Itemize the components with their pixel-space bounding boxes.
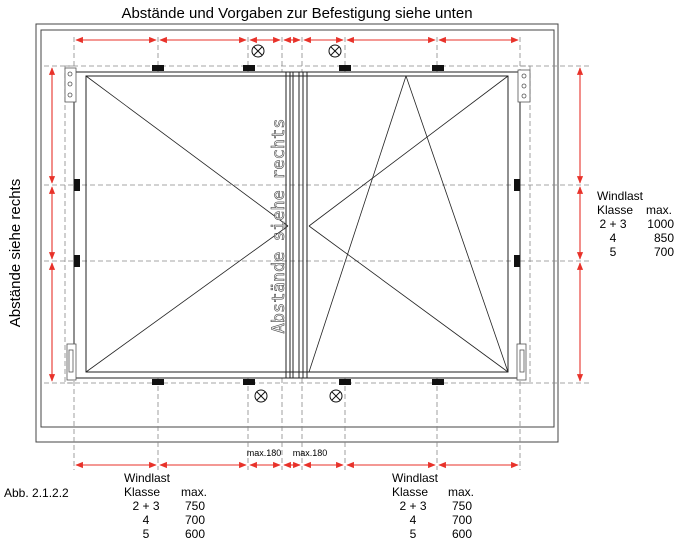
dimension-arrows <box>48 36 584 469</box>
anchor-bottom-3 <box>339 379 351 385</box>
windlast-max-cell: 750 <box>452 499 472 513</box>
windlast-max-cell: 700 <box>185 513 205 527</box>
no-fastening-markers <box>251 44 343 403</box>
cross-circle-icon <box>251 44 265 58</box>
anchor-left-2 <box>74 255 80 267</box>
hardware <box>64 67 531 381</box>
windlast-title: Windlast <box>392 471 439 485</box>
windlast-class-header: Klasse <box>392 485 428 499</box>
anchor-top-4 <box>432 65 444 71</box>
windlast-max-header: max. <box>181 485 207 499</box>
handle-bottom-left <box>66 343 77 381</box>
windlast-class-cell: 4 <box>610 231 617 245</box>
hinge-top-right <box>517 69 531 103</box>
gap-label-left: max.180 <box>247 448 282 458</box>
windlast-title: Windlast <box>124 471 171 485</box>
windlast-class-cell: 2 + 3 <box>599 217 626 231</box>
anchor-left-1 <box>74 179 80 191</box>
window-frame <box>73 71 521 379</box>
windlast-class-header: Klasse <box>124 485 160 499</box>
windlast-max-cell: 700 <box>452 513 472 527</box>
windlast-class-cell: 2 + 3 <box>132 499 159 513</box>
left-sash-opening-lines <box>85 75 289 373</box>
anchor-top-3 <box>339 65 351 71</box>
windlast-table-bottom-right: Windlast Klasse max. 2 + 3 750 4 700 5 6… <box>392 471 474 541</box>
windlast-max-header: max. <box>646 203 672 217</box>
windlast-class-cell: 2 + 3 <box>399 499 426 513</box>
windlast-max-header: max. <box>448 485 474 499</box>
windlast-class-header: Klasse <box>597 203 633 217</box>
windlast-class-cell: 5 <box>143 527 150 541</box>
anchor-bottom-4 <box>432 379 444 385</box>
windlast-class-cell: 5 <box>410 527 417 541</box>
anchor-top-2 <box>243 65 255 71</box>
diagram-title: Abstände und Vorgaben zur Befestigung si… <box>121 5 472 22</box>
windlast-title: Windlast <box>597 189 644 203</box>
cross-circle-icon <box>254 389 268 403</box>
gap-label-right: max.180 <box>293 448 328 458</box>
windlast-max-cell: 1000 <box>647 217 674 231</box>
mullion-label: Abstände siehe rechts <box>269 119 289 334</box>
windlast-class-cell: 4 <box>410 513 417 527</box>
windlast-max-cell: 600 <box>185 527 205 541</box>
anchor-bottom-2 <box>243 379 255 385</box>
windlast-class-cell: 4 <box>143 513 150 527</box>
mullion <box>285 72 308 378</box>
windlast-class-cell: 5 <box>610 245 617 259</box>
fastening-anchors <box>74 65 520 385</box>
cross-circle-icon <box>329 389 343 403</box>
anchor-right-2 <box>514 255 520 267</box>
anchor-bottom-1 <box>152 379 164 385</box>
windlast-table-bottom-left: Windlast Klasse max. 2 + 3 750 4 700 5 6… <box>124 471 207 541</box>
wall-opening <box>35 23 559 443</box>
handle-bottom-right <box>516 343 527 381</box>
windlast-max-cell: 700 <box>654 245 674 259</box>
anchor-right-1 <box>514 179 520 191</box>
right-sash-opening-lines <box>308 75 509 373</box>
anchor-top-1 <box>152 65 164 71</box>
windlast-max-cell: 600 <box>452 527 472 541</box>
hinge-top-left <box>64 67 77 103</box>
windlast-max-cell: 850 <box>654 231 674 245</box>
windlast-max-cell: 750 <box>185 499 205 513</box>
cross-circle-icon <box>328 44 342 58</box>
windlast-table-right: Windlast Klasse max. 2 + 3 1000 4 850 5 … <box>597 189 674 259</box>
side-label: Abstände siehe rechts <box>7 179 24 327</box>
figure-label: Abb. 2.1.2.2 <box>4 486 69 500</box>
